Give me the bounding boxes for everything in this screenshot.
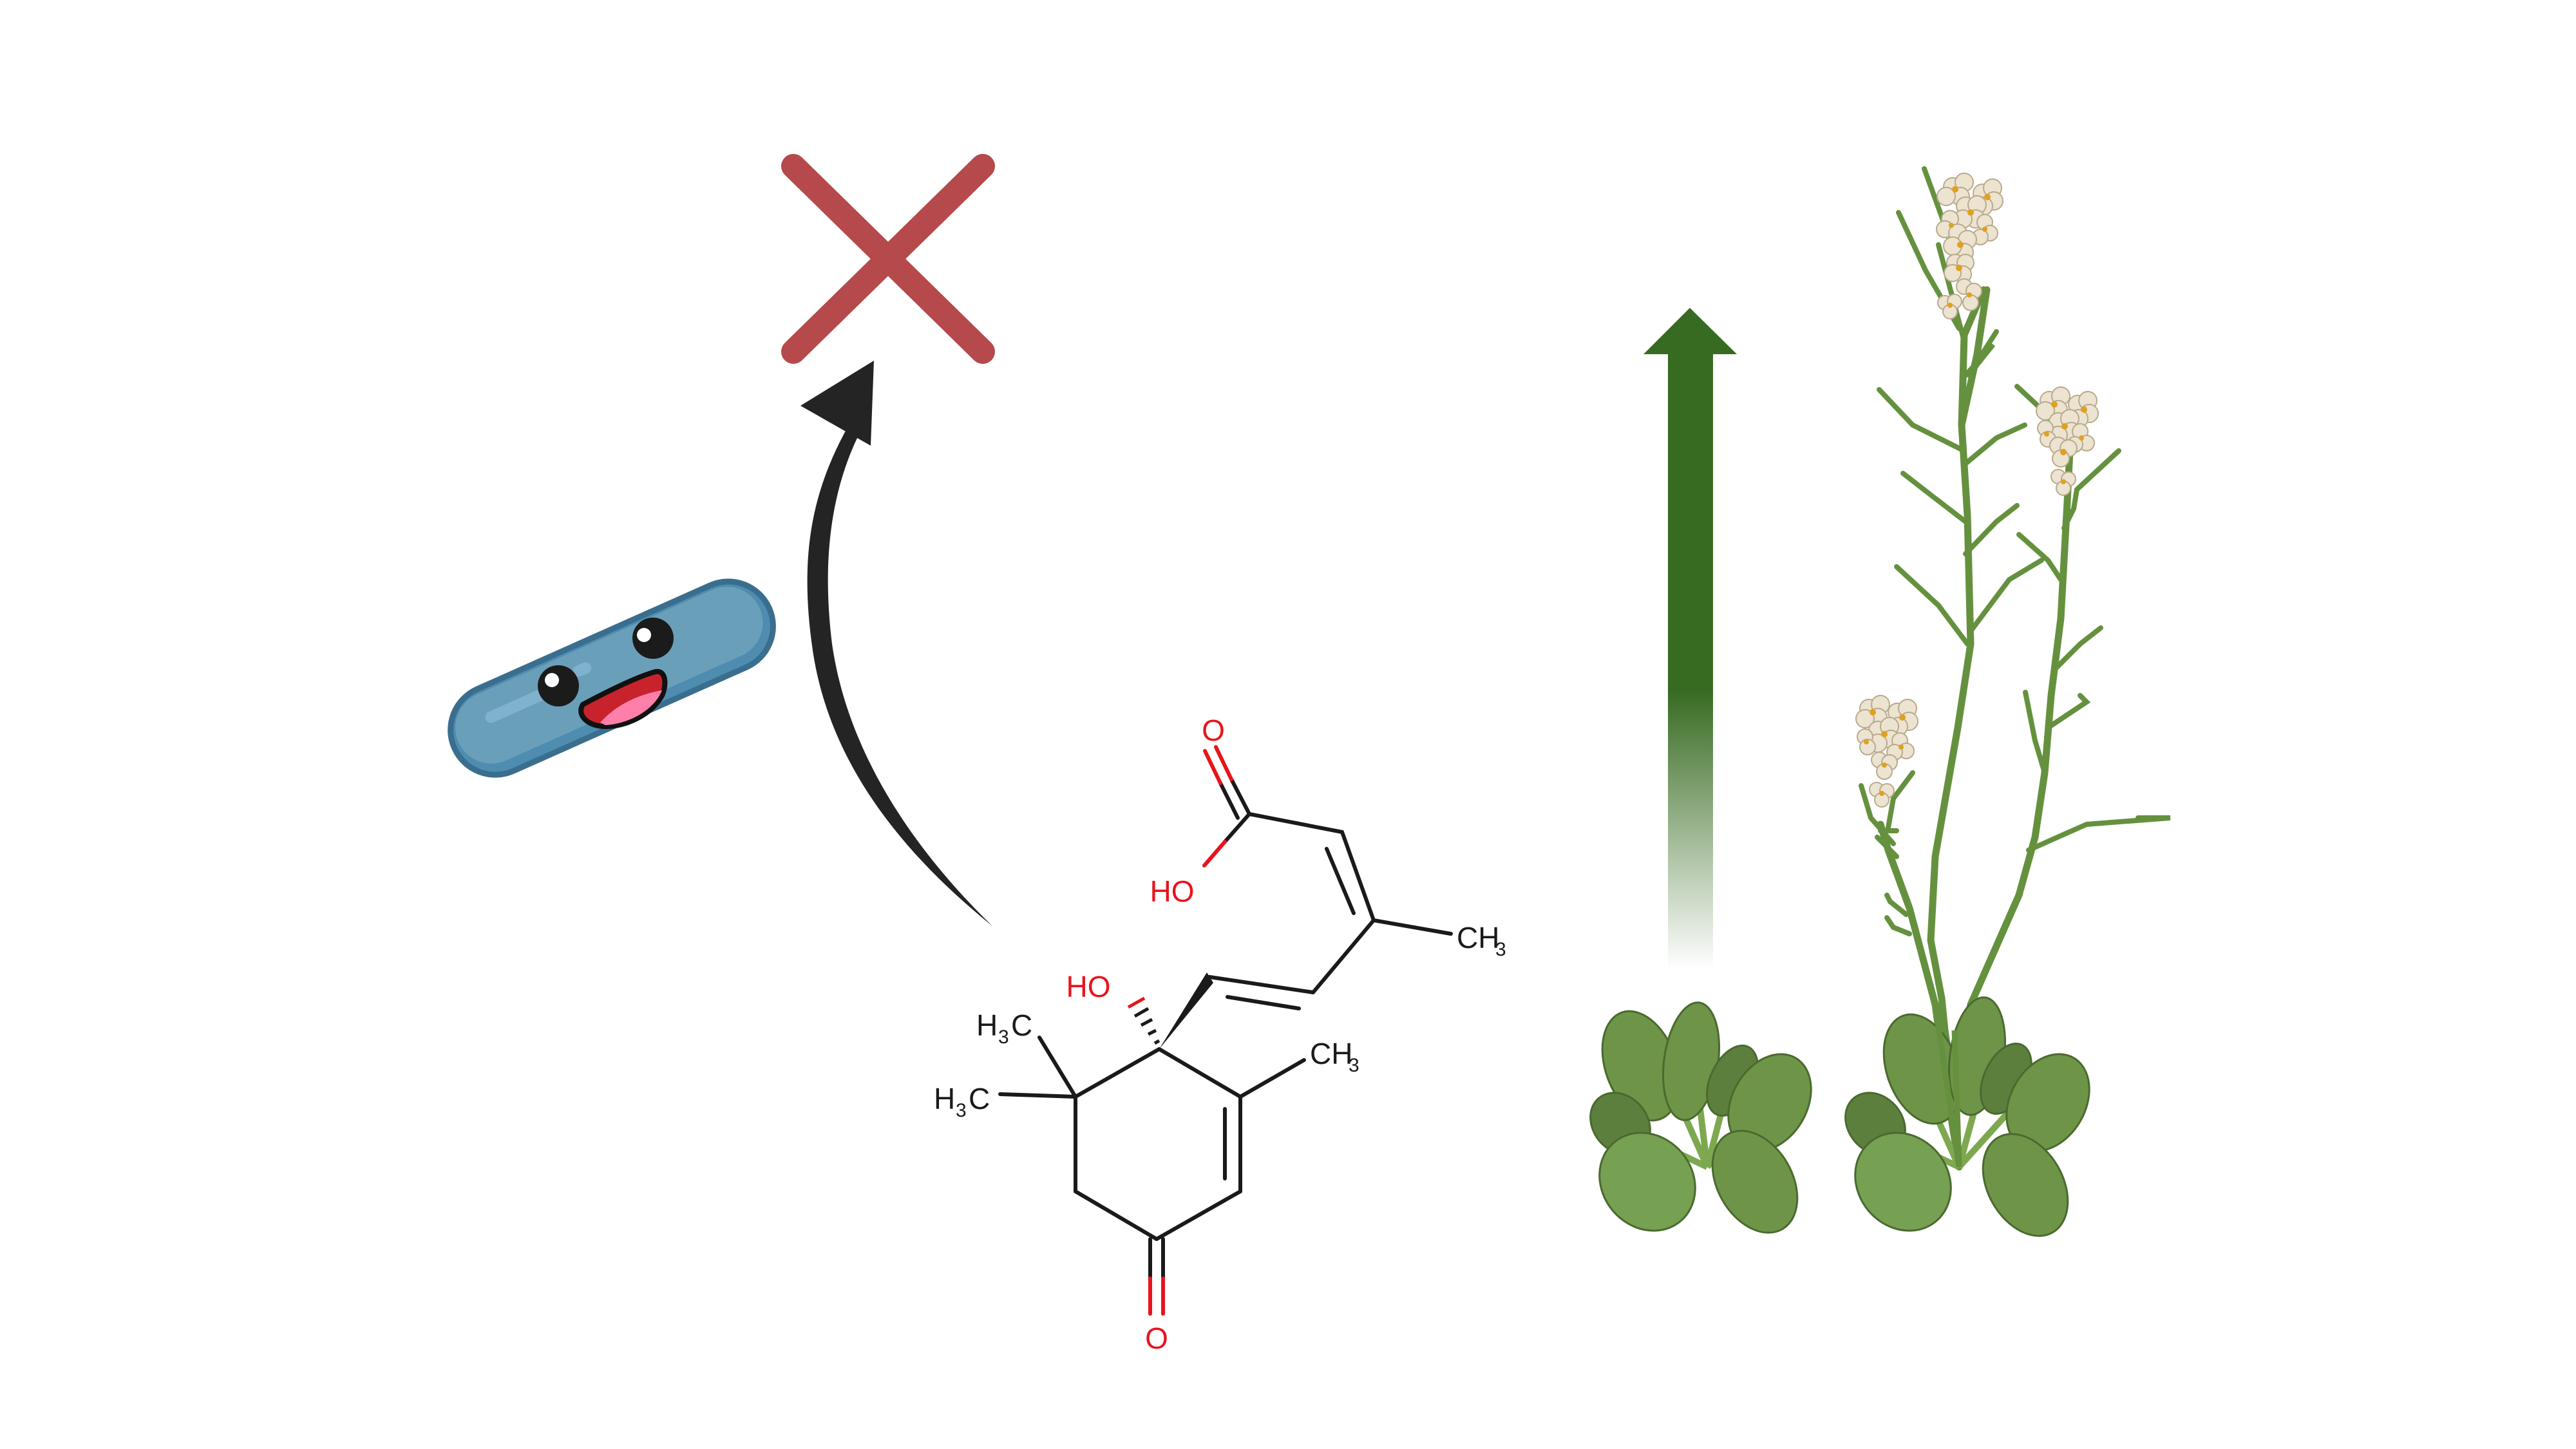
flower-cluster-right [2036, 386, 2099, 496]
chain-methyl-label: CH [1457, 921, 1499, 954]
red-x-icon [781, 154, 995, 364]
flower-cluster-left [1855, 695, 1918, 808]
carboxyl-oh-label: HO [1150, 875, 1195, 908]
curved-arrow-icon [800, 361, 992, 926]
ring-methyl-sub: 3 [1349, 1055, 1359, 1076]
gem-methyl-1-sub: 3 [998, 1027, 1009, 1048]
gem-methyl-2-sub: 3 [956, 1100, 967, 1121]
gem-methyl-1-h: H [976, 1009, 998, 1042]
ketone-o-label: O [1145, 1321, 1168, 1355]
arabidopsis-flowering-icon [1844, 166, 2171, 1237]
gem-methyl-2-h: H [934, 1082, 955, 1115]
abscisic-acid-structure: O HO CH 3 HO CH 3 H 3 C H 3 C O [934, 714, 1506, 1355]
flower-cluster-top [1936, 173, 2003, 319]
arabidopsis-rosette-icon [1589, 1001, 1812, 1234]
happy-bacterium-icon [448, 578, 776, 778]
up-arrow-gradient-icon [1643, 308, 1737, 969]
gem-methyl-2-c: C [969, 1082, 990, 1115]
ring-methyl-label: CH [1310, 1037, 1352, 1070]
carboxyl-o-label: O [1202, 714, 1225, 747]
gem-methyl-1-c: C [1011, 1009, 1032, 1042]
chain-methyl-sub: 3 [1495, 939, 1506, 960]
ring-oh-label: HO [1066, 970, 1111, 1003]
